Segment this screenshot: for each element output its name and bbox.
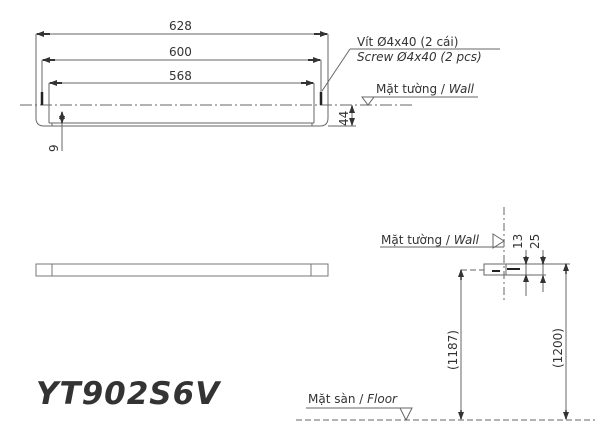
top-wall-label: Mặt tường / Wall (376, 82, 475, 96)
dim-height-to-top: (1200) (551, 328, 565, 368)
dim-mounting-width: 600 (169, 45, 192, 59)
screw-label-vi: Vít Ø4x40 (2 cái) (357, 35, 459, 49)
dim-bar-offset: 9 (47, 144, 61, 152)
dim-projection-depth: 44 (337, 110, 351, 126)
front-view (35, 263, 329, 277)
floor-label: Mặt sàn / Floor (308, 392, 397, 406)
side-view (296, 207, 595, 422)
dim-inner-length: 568 (169, 69, 192, 83)
dim-bar-center-offset: 13 (511, 233, 525, 249)
dim-overall-length: 628 (169, 19, 192, 33)
model-code: YT902S6V (36, 376, 221, 412)
top-view (20, 31, 500, 151)
dim-bracket-depth: 25 (528, 233, 542, 249)
screw-label-en: Screw Ø4x40 (2 pcs) (357, 50, 482, 64)
dim-height-to-bar: (1187) (446, 330, 460, 370)
side-wall-label: Mặt tường / Wall (381, 233, 480, 247)
